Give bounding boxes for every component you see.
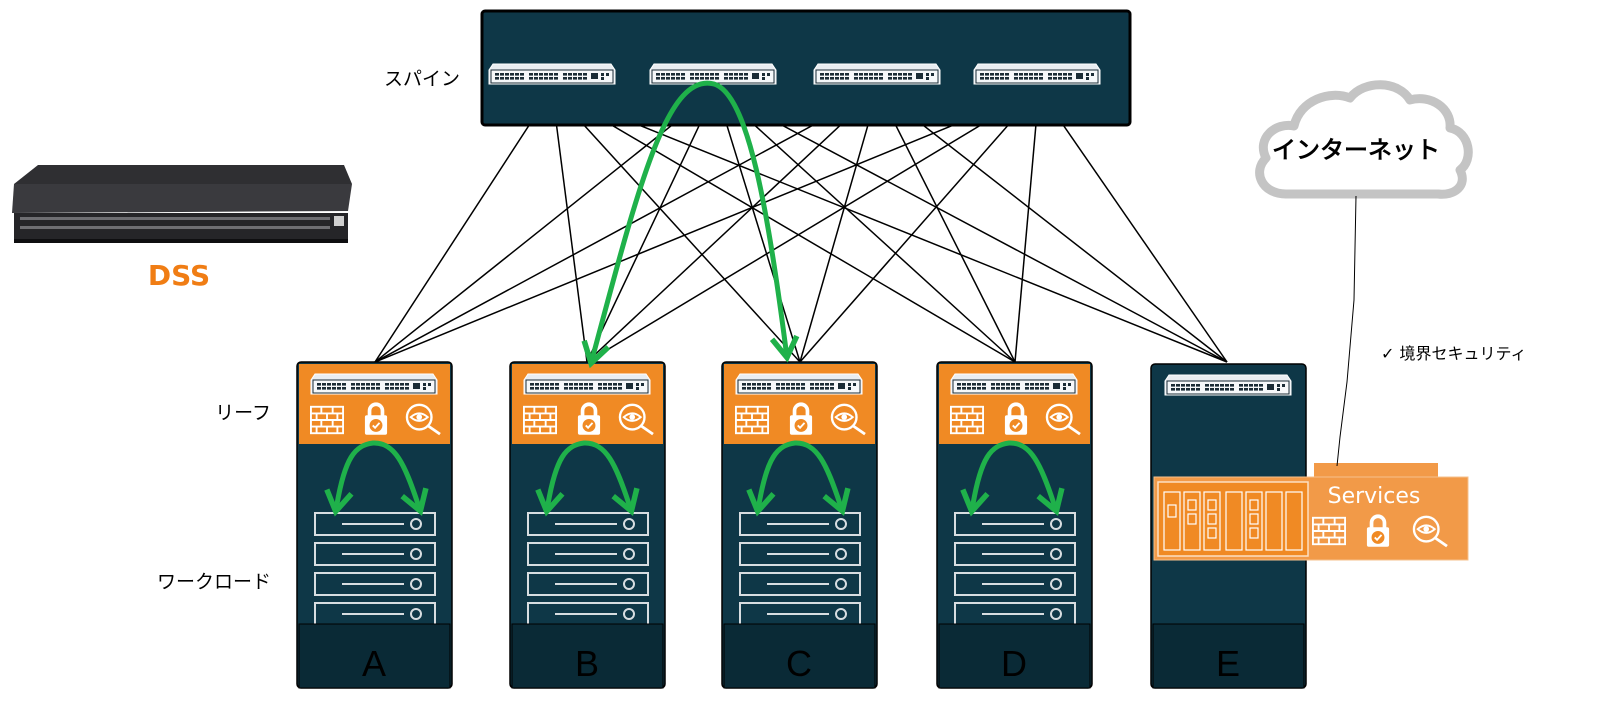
link-spine2-leaf1 (374, 89, 717, 363)
rack-base (723, 623, 876, 689)
leaf-switch-e (1164, 374, 1292, 396)
internet-link (1336, 195, 1357, 467)
spine-switch-2 (649, 63, 777, 85)
rack-label-e: E (1216, 643, 1240, 684)
link-spine4-leaf2 (586, 89, 1040, 363)
rack-base (511, 623, 664, 689)
leaf-switch-d (950, 373, 1078, 395)
rack-label-a: A (362, 643, 386, 684)
link-spine1-leaf2 (551, 89, 588, 363)
spine-label: スパイン (384, 68, 460, 90)
dss-label: DSS (148, 259, 210, 292)
rack-d-arrow (960, 440, 1065, 517)
rack-label-c: C (786, 643, 812, 684)
leaf-switch-a (310, 373, 438, 395)
link-spine4-leaf4 (1014, 89, 1040, 363)
link-spine2-leaf2 (586, 89, 717, 363)
link-spine4-leaf5 (1038, 89, 1228, 363)
workload-label: ワークロード (157, 571, 271, 593)
link-spine3-leaf5 (877, 89, 1228, 363)
link-spine3-leaf3 (799, 89, 879, 363)
security-note: ✓ 境界セキュリティ (1381, 344, 1527, 363)
spine-switch-4 (973, 63, 1101, 85)
rack-a-arrow (324, 440, 429, 517)
internet-cloud: インターネット (1255, 80, 1473, 199)
rack-base (298, 623, 451, 689)
link-spine3-leaf2 (586, 89, 879, 363)
leaf-switch-b (523, 373, 651, 395)
link-spine4-leaf3 (799, 89, 1040, 363)
spine-switch-3 (813, 63, 941, 85)
services-appliance: Services (1153, 463, 1469, 561)
dss-switch-image (12, 165, 352, 243)
spine-arrow (581, 80, 800, 369)
spine-switch-1 (488, 63, 616, 85)
spine-layer (480, 9, 1132, 127)
link-spine1-leaf1 (374, 89, 553, 363)
leaf-label: リーフ (215, 402, 271, 424)
link-spine2-leaf4 (715, 89, 1016, 363)
east-west-arrows (324, 80, 1065, 517)
link-spine1-leaf5 (551, 89, 1228, 363)
link-spine4-leaf1 (374, 89, 1040, 363)
rack-b-arrow (535, 440, 640, 517)
racks: A B C D (296, 361, 1093, 689)
rack-c-arrow (746, 440, 851, 517)
rack-label-b: B (575, 643, 599, 684)
link-spine1-leaf3 (551, 89, 801, 363)
services-label: Services (1328, 484, 1421, 509)
rack-b: B (509, 361, 666, 689)
link-spine3-leaf4 (877, 89, 1016, 363)
rack-label-d: D (1001, 643, 1027, 684)
internet-label: インターネット (1272, 136, 1440, 164)
rack-a: A (296, 361, 453, 689)
link-spine2-leaf3 (715, 89, 801, 363)
leaf-switch-c (735, 373, 863, 395)
link-spine1-leaf4 (551, 89, 1016, 363)
link-spine2-leaf5 (715, 89, 1228, 363)
fabric-links (374, 89, 1228, 363)
rack-d: D (936, 361, 1093, 689)
rack-base (938, 623, 1091, 689)
rack-c: C (721, 361, 878, 689)
